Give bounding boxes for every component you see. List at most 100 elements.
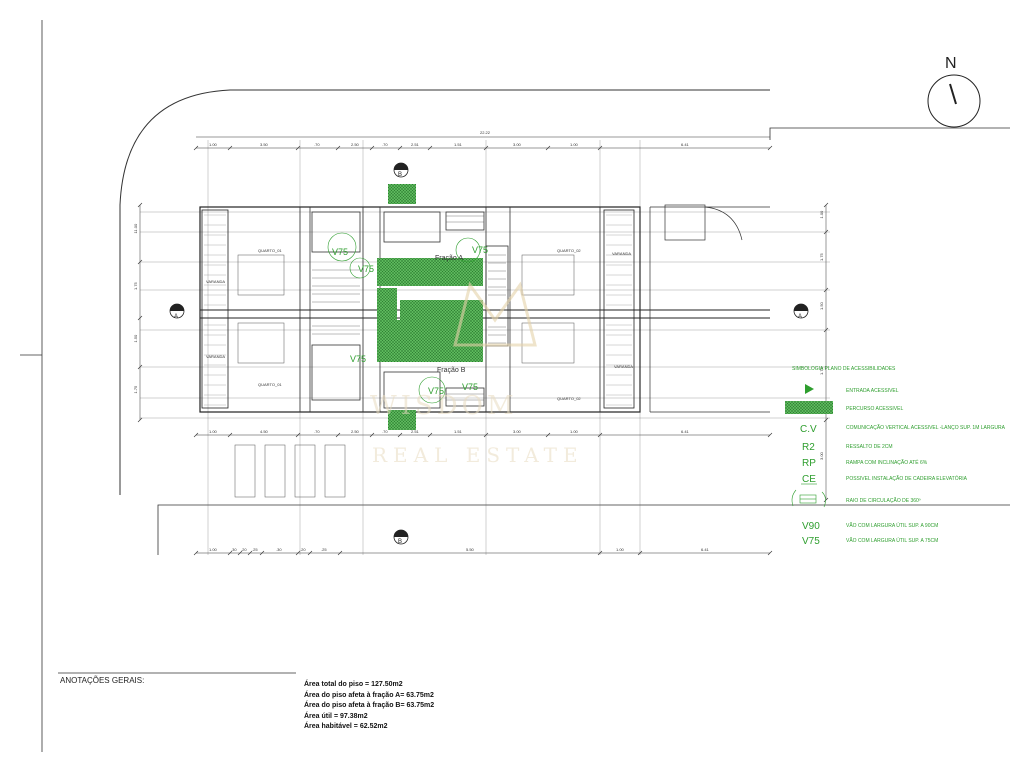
mid-dim-2: .70	[314, 429, 320, 434]
fraction-a-label: Fração A	[435, 255, 463, 262]
watermark-line-1: WISDOM	[370, 391, 518, 421]
left-dim-3: 1.75	[133, 385, 138, 394]
dimension-chain-bottom: 1.00 .30 .20 .25 .30 .20 .25 5.50 1.00 6.41	[193, 547, 773, 556]
mid-dim-1: 4.50	[260, 429, 269, 434]
mid-dim-6: 1.51	[454, 429, 463, 434]
legend-text-route: PERCURSO ACESSIVEL	[846, 406, 903, 412]
note-line-useful-area: Área útil = 97.38m2	[304, 712, 368, 720]
v75-label-5: V75	[462, 382, 478, 392]
bottom-dim-1: .30	[231, 547, 237, 552]
mid-dim-3: 2.50	[351, 429, 360, 434]
bottom-dim-3: .25	[252, 547, 258, 552]
bottom-dim-9: 6.41	[701, 547, 710, 552]
section-marker-a-left: A	[169, 303, 185, 320]
left-dim-2: 1.50	[133, 334, 138, 343]
v75-label-2: V75	[358, 264, 374, 274]
room-label-varanda-1: VARANDA	[206, 279, 225, 284]
right-dim-2: 1.50	[819, 301, 824, 310]
yard-structure	[639, 204, 770, 413]
grid-lines	[140, 140, 830, 555]
top-dim-8: 1.00	[570, 142, 579, 147]
right-dim-3: 1.75	[819, 366, 824, 375]
right-dim-1: 1.75	[819, 252, 824, 261]
room-label-varanda-4: VARANDA	[614, 364, 633, 369]
bottom-dim-6: .25	[321, 547, 327, 552]
door-circles	[327, 232, 481, 404]
north-compass: N	[927, 55, 981, 128]
legend-title: SIMBOLOGIA PLANO DE ACESSIBILIDADES	[792, 366, 896, 372]
section-marker-b-bottom: B	[393, 529, 409, 545]
section-marker-b-top: B	[393, 162, 409, 178]
legend-sym-r2: R2	[802, 442, 815, 453]
bottom-dim-2: .20	[241, 547, 247, 552]
watermark-line-2: REAL ESTATE	[372, 443, 584, 467]
dimension-chain-left: 11.00 1.75 1.50 1.75	[133, 202, 143, 423]
legend-text-ce: POSSIVEL INSTALAÇÃO DE CADEIRA ELEVATÓRI…	[846, 475, 968, 482]
room-label-varanda-2: VARANDA	[206, 354, 225, 359]
note-line-habitable-area: Área habitável = 62.52m2	[304, 723, 388, 730]
north-label: N	[945, 55, 957, 72]
legend: SIMBOLOGIA PLANO DE ACESSIBILIDADES C.V …	[785, 366, 1006, 547]
left-dim-0: 11.00	[133, 223, 138, 233]
interior-walls	[299, 207, 601, 412]
section-marker-a-right: A	[793, 303, 809, 320]
legend-sym-v90: V90	[802, 521, 820, 532]
bottom-dim-5: .20	[300, 547, 306, 552]
legend-sym-ce: CE	[802, 474, 816, 485]
mid-dim-7: 3.00	[513, 429, 522, 434]
bottom-dim-0: 1.00	[209, 547, 218, 552]
top-dim-7: 3.00	[513, 142, 522, 147]
watermark-logo: WISDOM REAL ESTATE	[370, 281, 584, 467]
notes-block: Área total do piso = 127.50m2 Área do pi…	[304, 680, 434, 733]
mid-dim-8: 1.00	[570, 429, 579, 434]
legend-text-radius: RAIO DE CIRCULAÇÃO DE 360º	[846, 497, 921, 504]
room-label-quarto-01-bottom: QUARTO_01	[258, 382, 282, 387]
legend-sym-rp: RP	[802, 458, 816, 469]
top-dim-9: 6.41	[681, 142, 690, 147]
left-dim-1: 1.75	[133, 281, 138, 290]
building-outline	[199, 206, 770, 413]
v75-label-4: V75	[428, 386, 444, 396]
stairs	[312, 215, 506, 401]
fraction-b-label: Fração B	[437, 367, 466, 374]
top-dim-3: 2.50	[351, 142, 360, 147]
site-boundary-bottom	[157, 504, 1010, 555]
balcony-hatching	[204, 214, 632, 406]
site-boundary-curve	[119, 89, 770, 495]
top-dim-6: 1.51	[454, 142, 463, 147]
mid-dim-5: 2.51	[411, 429, 420, 434]
top-dim-1: 3.50	[260, 142, 269, 147]
dimension-chain-right: 1.001.751.501.753.00	[819, 202, 829, 503]
top-dim-0: 1.00	[209, 142, 218, 147]
legend-text-r2: RESSALTO DE 2CM	[846, 444, 893, 450]
parking-bays	[234, 444, 346, 498]
entrance-icon	[805, 384, 814, 394]
legend-sym-v75: V75	[802, 536, 820, 547]
notes-title: ANOTAÇÕES GERAIS:	[60, 676, 145, 685]
circulation-radius-icon	[791, 489, 826, 508]
right-dim-0: 1.00	[819, 210, 824, 219]
legend-text-entrance: ENTRADA ACESSIVEL	[846, 388, 899, 394]
bottom-dim-7: 5.50	[466, 547, 475, 552]
top-dim-5: 2.51	[411, 142, 420, 147]
svg-text:B: B	[398, 172, 402, 178]
beds	[237, 254, 575, 364]
legend-text-cv: COMUNICAÇÃO VERTICAL ACESSIVEL -LANÇO SU…	[846, 424, 1006, 431]
route-hatch-icon	[785, 401, 833, 414]
room-label-quarto-02-top: QUARTO_02	[557, 248, 581, 253]
top-dim-2: .70	[314, 142, 320, 147]
bottom-dim-4: .30	[276, 547, 282, 552]
legend-text-rp: RAMPA COM INCLINAÇÃO ATÉ 6%	[846, 459, 928, 466]
accessible-route-hatch	[377, 184, 483, 430]
v75-label-1: V75	[332, 247, 348, 257]
bottom-dim-8: 1.00	[616, 547, 625, 552]
overall-dimension: 22.22	[480, 130, 491, 135]
top-dim-4: .70	[382, 142, 388, 147]
mid-dim-0: 1.00	[209, 429, 218, 434]
legend-sym-cv: C.V	[800, 424, 817, 435]
room-label-varanda-3: VARANDA	[612, 251, 631, 256]
note-line-fraction-a: Área do piso afeta à fração A= 63.75m2	[304, 691, 434, 699]
room-label-quarto-02-bottom: QUARTO_02	[557, 396, 581, 401]
